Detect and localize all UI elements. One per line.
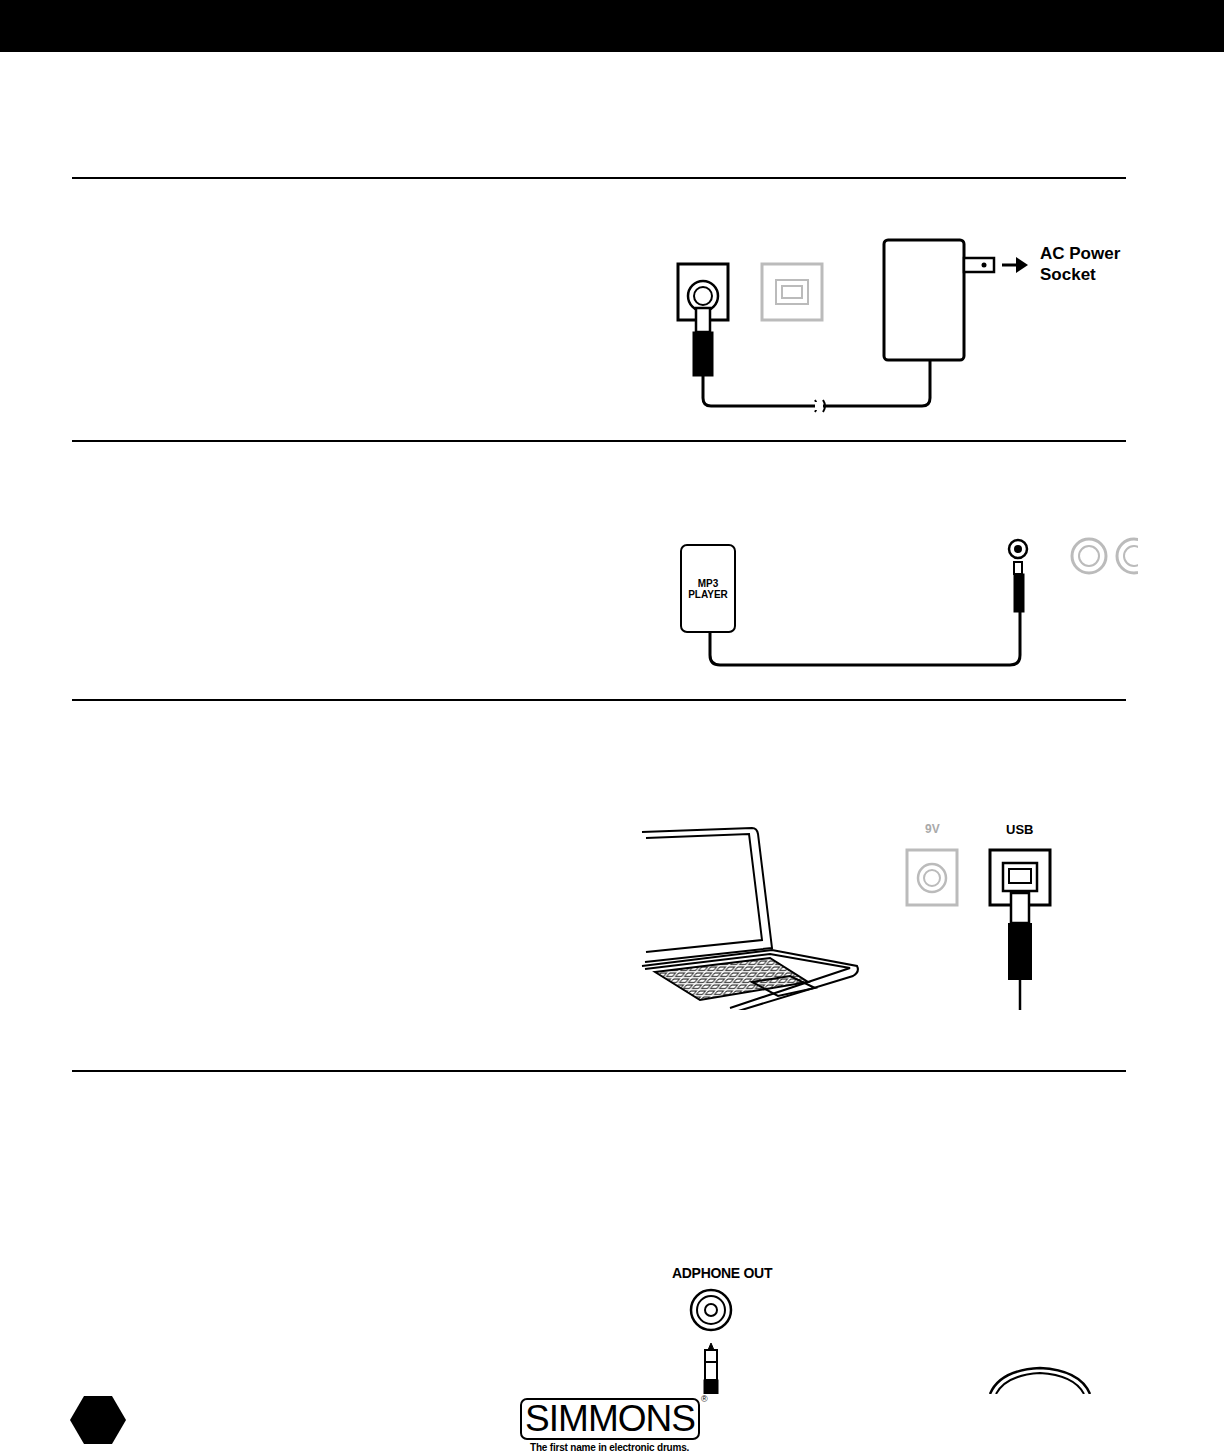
header-bar: [0, 0, 1224, 52]
brand-logo: SIMMONS: [520, 1398, 700, 1440]
section-rules: [72, 178, 1126, 1071]
page-number-hexagon: [70, 1396, 126, 1444]
headphone-jack-illustration: [691, 1290, 1090, 1394]
brand-tagline: The first name in electronic drums.: [530, 1442, 689, 1453]
trademark-mark: ®: [701, 1394, 708, 1404]
callout-label: AC Power Socket: [1040, 243, 1140, 285]
mp3-cable-illustration: [681, 539, 1138, 665]
usb-port-illustration: [907, 850, 1050, 1010]
laptop-illustration: [642, 828, 858, 1010]
device-box: MP3 PLAYER: [681, 545, 735, 632]
port-label: ADPHONE OUT: [672, 1265, 772, 1281]
power-adapter-illustration: [678, 240, 1028, 412]
node-text: SIMMONS: [525, 1400, 695, 1438]
port-label: 9V: [925, 822, 940, 836]
node-text: MP3 PLAYER: [684, 578, 732, 600]
port-label: USB: [1006, 822, 1033, 837]
